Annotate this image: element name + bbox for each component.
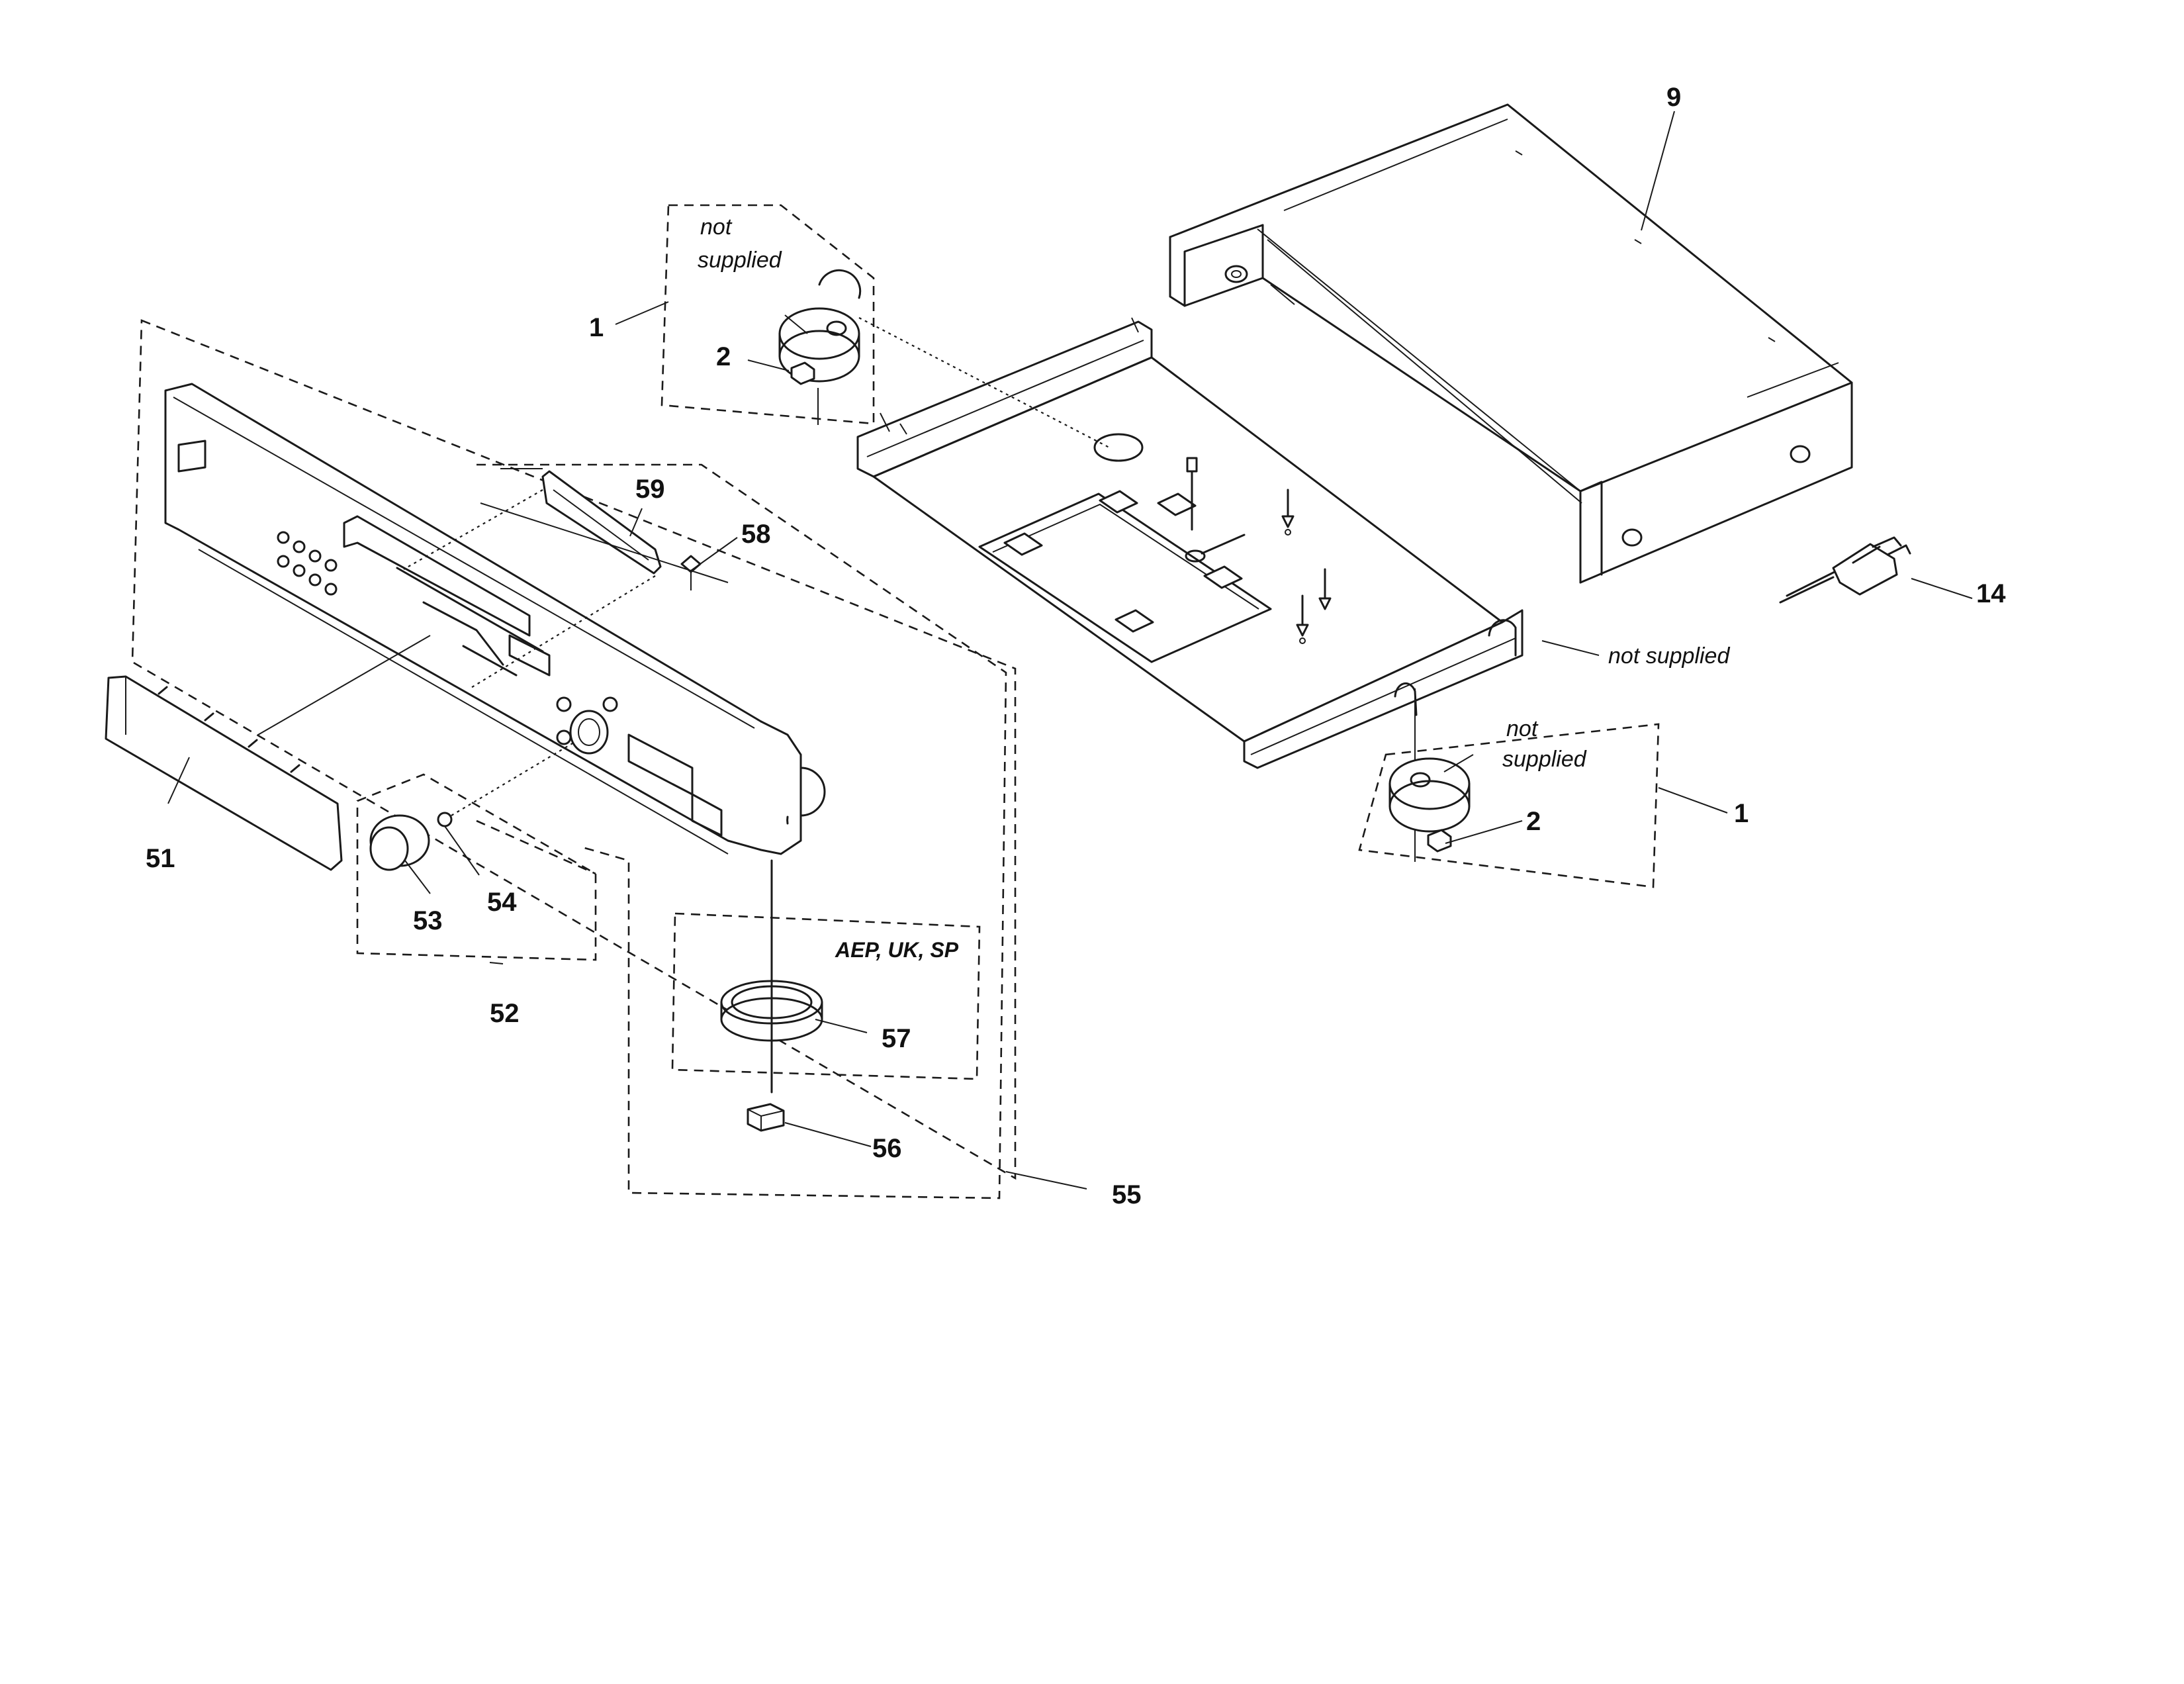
top-cover xyxy=(1169,103,1853,584)
label-59: 59 xyxy=(635,475,665,504)
part-56-pad xyxy=(747,1103,785,1132)
front-panel-assembly-outline xyxy=(131,319,1017,1180)
part-54-ring xyxy=(437,812,453,827)
label-1-left: 1 xyxy=(589,313,604,342)
part-51-door xyxy=(105,635,431,871)
leader-lines xyxy=(167,111,1973,1190)
part-52-outline xyxy=(356,773,597,961)
label-56: 56 xyxy=(872,1134,902,1163)
note-region-variant: AEP, UK, SP xyxy=(835,938,959,962)
label-14: 14 xyxy=(1976,579,2006,608)
label-52: 52 xyxy=(490,999,520,1028)
foot-left-outline xyxy=(660,204,875,425)
note-not-supplied-foot-left-line1: not xyxy=(700,214,733,240)
label-58: 58 xyxy=(741,520,771,549)
label-55: 55 xyxy=(1112,1180,1142,1209)
foot-right-outline xyxy=(1358,723,1660,888)
note-not-supplied-foot-right-line2: supplied xyxy=(1502,747,1587,772)
label-1-right: 1 xyxy=(1734,799,1749,828)
power-plug xyxy=(1779,536,1911,604)
label-53: 53 xyxy=(413,906,443,935)
note-not-supplied-foot-right-line1: not xyxy=(1506,716,1539,741)
chassis xyxy=(856,317,1524,769)
note-not-supplied-foot-left-line2: supplied xyxy=(698,248,782,273)
label-9: 9 xyxy=(1666,83,1681,112)
label-2-right: 2 xyxy=(1526,807,1541,836)
part-53-knob xyxy=(369,814,430,871)
label-2-left: 2 xyxy=(716,342,731,371)
part-55-outline xyxy=(477,463,1007,1199)
label-51: 51 xyxy=(146,844,175,873)
note-not-supplied-chassis: not supplied xyxy=(1608,643,1730,669)
label-54: 54 xyxy=(487,888,517,917)
foot-right xyxy=(1388,688,1471,862)
foot-left xyxy=(778,269,862,425)
part-57-region-outline xyxy=(671,912,981,1080)
label-57: 57 xyxy=(882,1024,911,1053)
front-panel xyxy=(164,383,826,855)
panel-buttons xyxy=(277,531,338,596)
part-59-bracket xyxy=(541,470,662,575)
